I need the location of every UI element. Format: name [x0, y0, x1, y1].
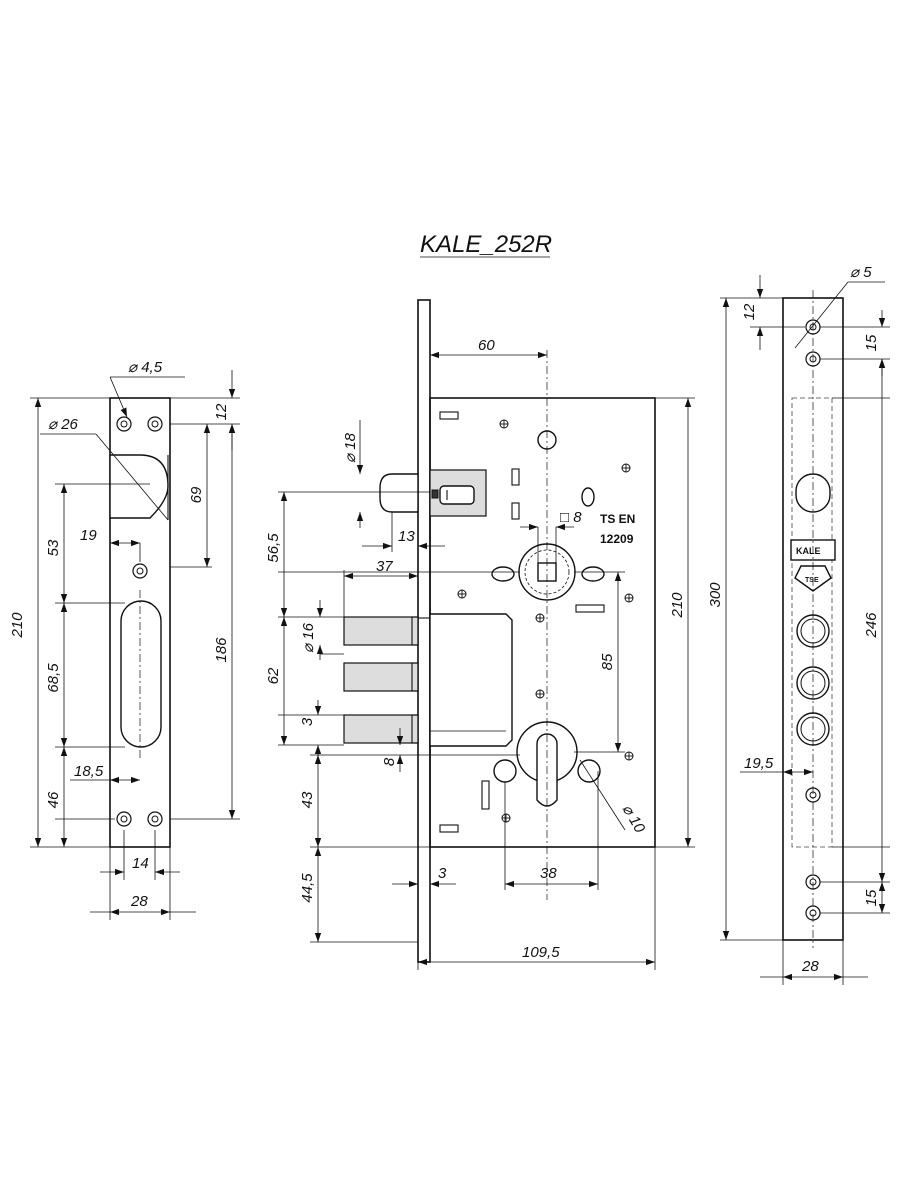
strike-plate-view: 210 53 68,5 46 12 69 186 19 18,5 14 — [9, 359, 240, 920]
faceplate-dim-195: 19,5 — [744, 755, 774, 772]
lock-dim-38: 38 — [540, 865, 557, 882]
strike-dim-46: 46 — [45, 791, 62, 808]
faceplate-dim-15-top: 15 — [863, 334, 880, 351]
deadbolts — [343, 616, 419, 744]
lock-dim-85: 85 — [599, 653, 616, 670]
faceplate-body-outline — [791, 397, 833, 848]
strike-dim-19: 19 — [80, 527, 97, 544]
strike-plate-outline — [109, 397, 171, 848]
strike-dim-12: 12 — [213, 403, 230, 420]
lock-dim-square8: □ 8 — [560, 509, 582, 526]
strike-dim-685: 68,5 — [45, 663, 62, 693]
strike-hole-bottom-right — [147, 811, 163, 827]
strike-dim-28: 28 — [130, 893, 148, 910]
strike-dim-d26: ⌀ 26 — [48, 416, 79, 433]
lock-dim-37: 37 — [376, 558, 393, 575]
strike-dim-210: 210 — [9, 612, 26, 639]
lock-dim-d18: ⌀ 18 — [342, 432, 359, 463]
brand-logo-text: KALE — [796, 546, 821, 556]
lock-dim-3-bolt: 3 — [299, 717, 316, 726]
strike-dim-53: 53 — [45, 539, 62, 556]
lock-dim-43: 43 — [299, 791, 316, 808]
faceplate-dim-d5: ⌀ 5 — [850, 264, 872, 281]
faceplate-view: KALE TSE ⌀ 5 12 15 — [707, 264, 890, 985]
lock-dim-3-face: 3 — [438, 865, 447, 882]
latch-bolt — [379, 469, 487, 517]
lock-dim-60: 60 — [478, 337, 495, 354]
lock-dim-d16: ⌀ 16 — [300, 622, 317, 653]
strike-hole-top-left — [116, 416, 132, 432]
strike-dim-d45: ⌀ 4,5 — [128, 359, 163, 376]
faceplate-dim-15-bottom: 15 — [863, 889, 880, 906]
deadbolt-carriage — [429, 613, 513, 747]
strike-dim-186: 186 — [213, 637, 230, 663]
tse-mark-text: TSE — [805, 577, 819, 584]
lock-dim-565: 56,5 — [265, 533, 282, 563]
faceplate-dim-300: 300 — [707, 582, 724, 608]
lock-dim-62: 62 — [265, 667, 282, 684]
strike-dim-185: 18,5 — [74, 763, 104, 780]
latch-pocket — [109, 454, 169, 519]
strike-hole-top-right — [147, 416, 163, 432]
faceplate-dim-28: 28 — [801, 958, 819, 975]
lock-dim-d10: ⌀ 10 — [619, 802, 649, 837]
standard-label-line1: TS EN — [600, 512, 635, 526]
lock-body-view: TS EN 12209 60 ⌀ 18 13 — [265, 299, 695, 970]
drawing-title: KALE_252R — [420, 231, 552, 258]
lock-dim-8: 8 — [381, 757, 398, 766]
faceplate-dim-12: 12 — [741, 303, 758, 320]
lock-faceplate-strip — [417, 299, 431, 963]
strike-dim-69: 69 — [188, 486, 205, 503]
faceplate-dim-246: 246 — [863, 612, 880, 639]
strike-hole-bottom-left — [116, 811, 132, 827]
strike-dim-14: 14 — [132, 855, 149, 872]
standard-label-line2: 12209 — [600, 532, 634, 546]
bolt-slot — [120, 600, 162, 748]
lock-dim-210: 210 — [669, 592, 686, 619]
strike-hole-mid — [132, 563, 148, 579]
lock-dim-445: 44,5 — [299, 873, 316, 903]
lock-dim-1095: 109,5 — [522, 944, 560, 961]
lock-dim-13: 13 — [398, 528, 415, 545]
